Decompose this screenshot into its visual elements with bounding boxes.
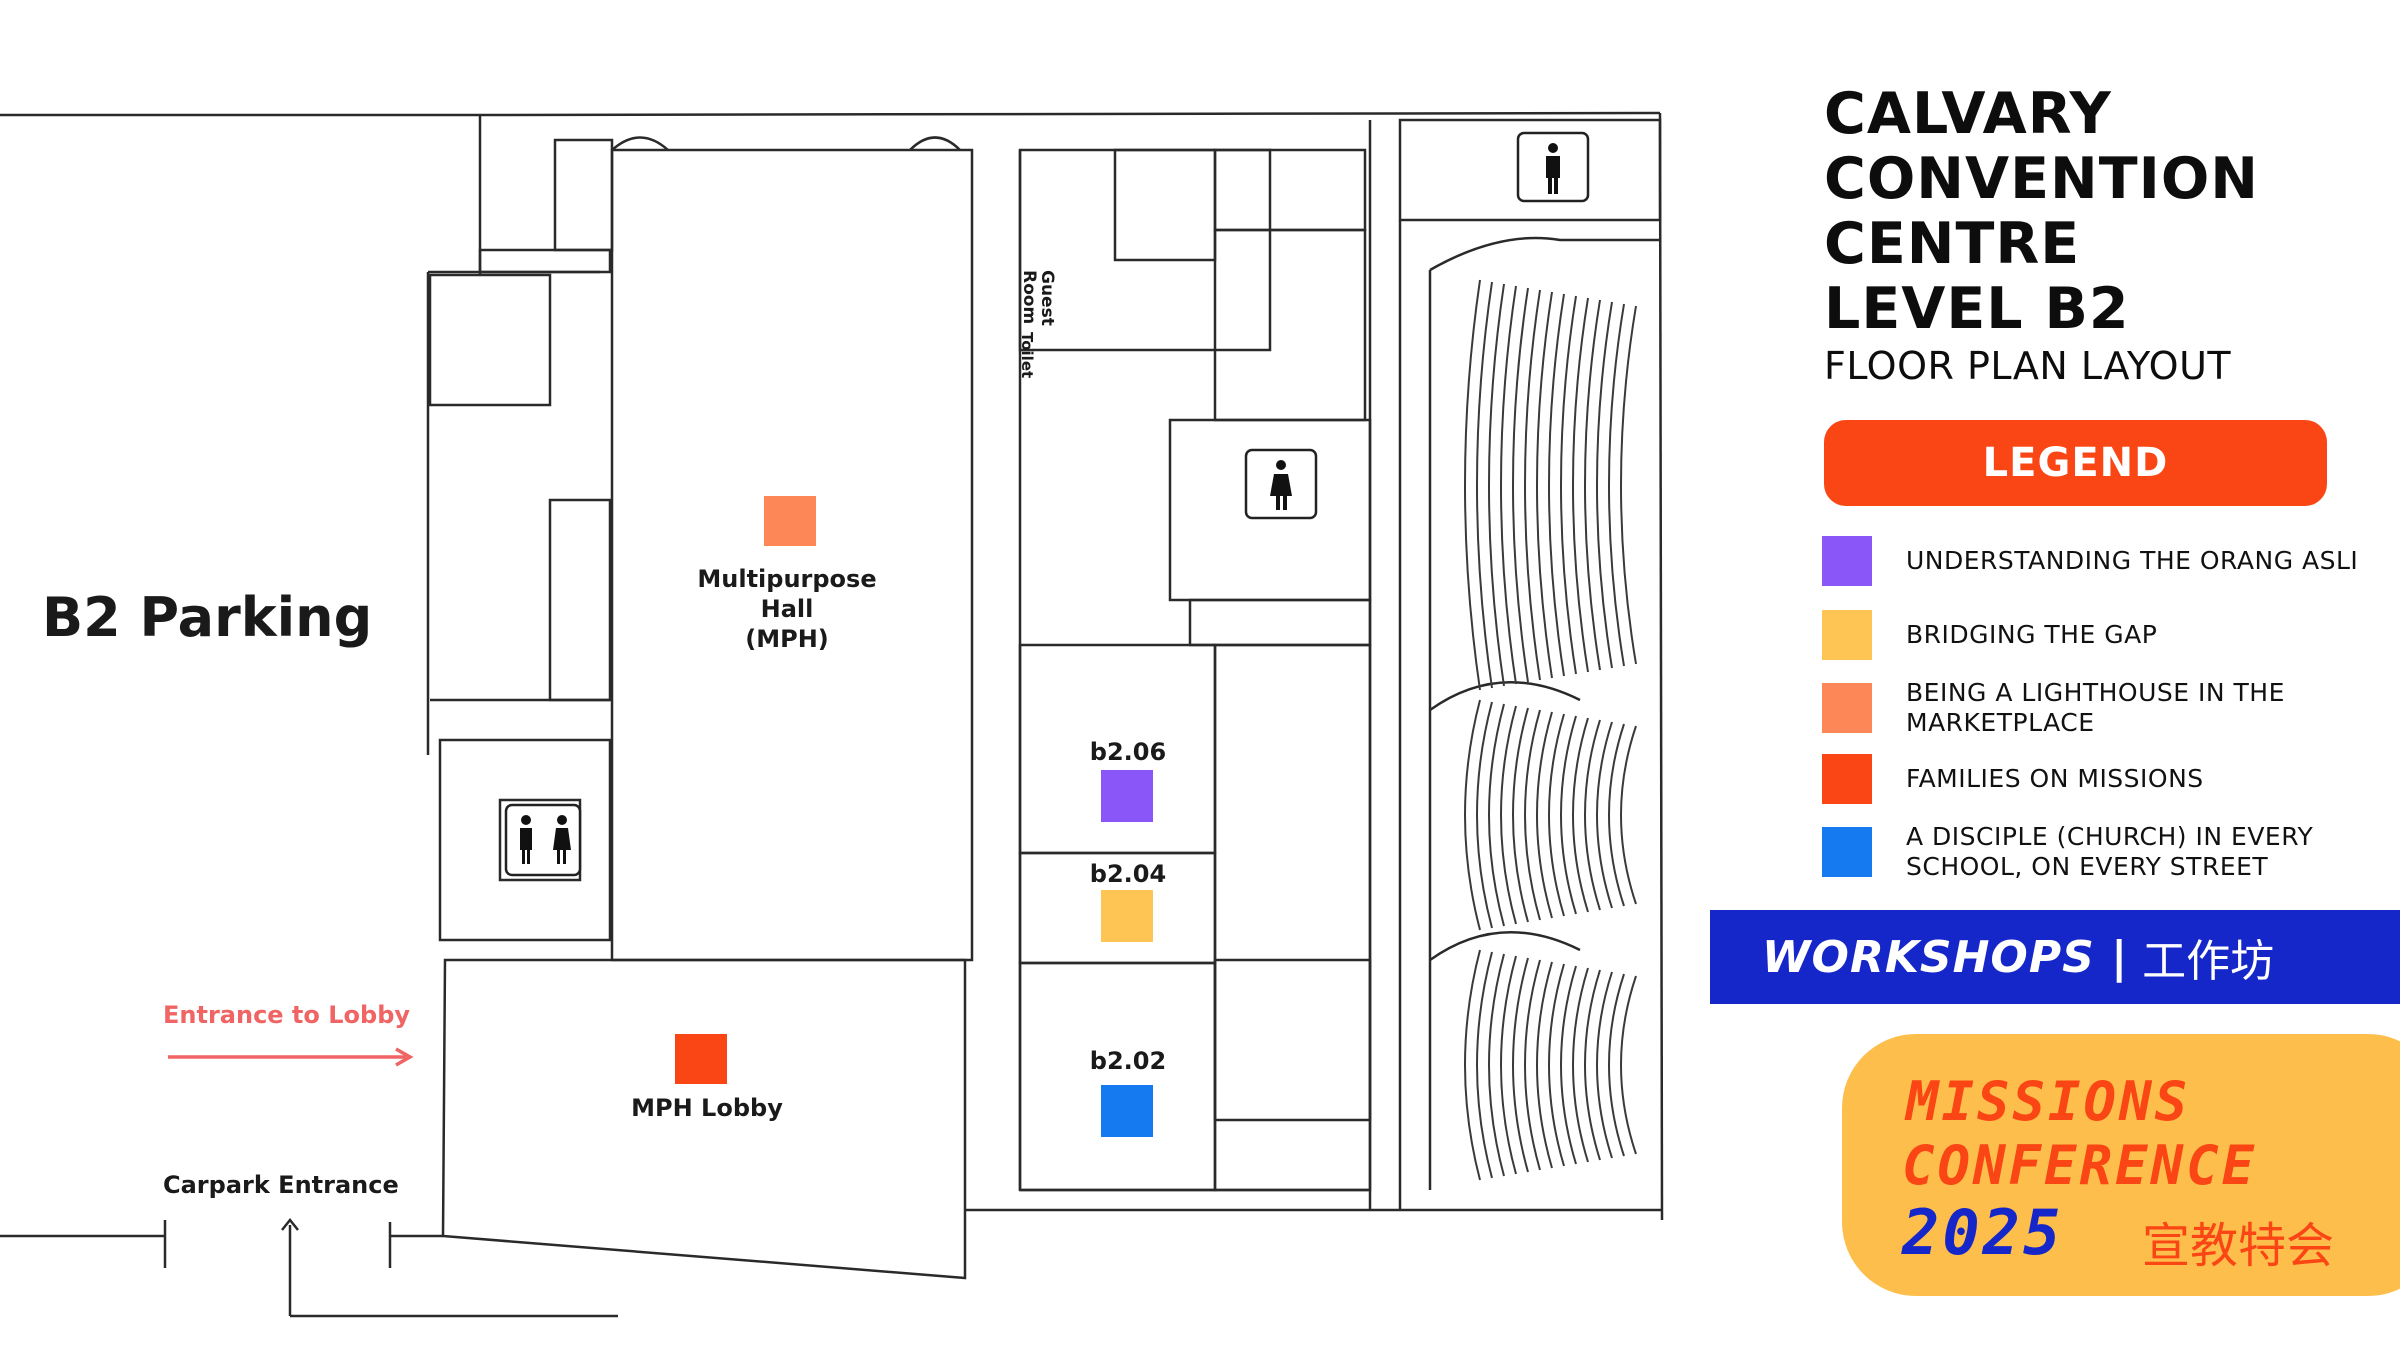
legend-label: FAMILIES ON MISSIONS [1906,764,2204,793]
conference-chinese: 宣教特会 [2142,1218,2335,1274]
guest-room-label-line1: Guest [1037,270,1057,326]
title-line-4: LEVEL B2 [1824,276,2130,342]
room-b2-04-label: b2.04 [1090,860,1166,888]
floor-plan-map: B2 Parking Multipurpose Hall (MPH) MPH L… [0,111,1664,1318]
toilet-label: Toilet [1018,332,1036,378]
legend-item-disciple: A DISCIPLE (CHURCH) IN EVERY SCHOOL, ON … [1822,822,2366,882]
legend-item-families: FAMILIES ON MISSIONS [1822,754,2366,804]
room-b2-02-marker [1101,1085,1153,1137]
mph-lobby-marker-families [675,1034,727,1084]
title-line-3: CENTRE [1824,211,2081,277]
female-toilet-icon [1244,448,1318,520]
mph-marker-lighthouse [764,496,816,546]
male-toilet-icon [1516,131,1590,203]
legend-label: BEING A LIGHTHOUSE IN THE MARKETPLACE [1906,678,2285,737]
workshops-banner: WORKSHOPS | 工作坊 [1710,910,2400,1004]
subtitle: FLOOR PLAN LAYOUT [1824,344,2232,388]
room-b2-06-label: b2.06 [1090,738,1166,766]
missions-conference-logo: MISSIONS CONFERENCE 2025 宣教特会 [1842,1034,2400,1296]
room-b2-04-marker [1101,890,1153,942]
legend-item-bridging-gap: BRIDGING THE GAP [1822,610,2366,660]
unisex-toilet-icon [504,803,582,877]
legend-item-orang-asli: UNDERSTANDING THE ORANG ASLI [1822,536,2366,586]
entrance-arrow-icon [168,1047,414,1067]
legend-heading: LEGEND [1824,420,2327,506]
legend-label: BRIDGING THE GAP [1906,620,2158,649]
legend-swatch-yellow [1822,610,1872,660]
mph-label-line1: Multipurpose [697,565,876,593]
workshops-chinese: 工作坊 [2142,936,2275,987]
title-line-2: CONVENTION [1824,146,2259,212]
mph-label-line3: (MPH) [745,625,829,653]
room-b2-02-label: b2.02 [1090,1047,1166,1075]
conference-year: 2025 [1902,1196,2064,1269]
title-line-1: CALVARY [1824,81,2112,147]
title-block: CALVARY CONVENTION CENTRE LEVEL B2 FLOOR… [1824,81,2259,389]
legend-item-lighthouse: BEING A LIGHTHOUSE IN THE MARKETPLACE [1822,678,2366,738]
entrance-to-lobby-label: Entrance to Lobby [163,1001,410,1029]
carpark-entrance-label: Carpark Entrance [163,1171,399,1199]
legend-swatch-red-orange [1822,754,1872,804]
conference-line-2: CONFERENCE [1902,1134,2258,1197]
legend-label: A DISCIPLE (CHURCH) IN EVERY SCHOOL, ON … [1906,822,2314,881]
room-b2-06-marker [1101,770,1153,822]
workshops-label: WORKSHOPS | [1762,931,2129,983]
auditorium-seating [1464,279,1637,1181]
conference-line-1: MISSIONS [1906,1070,2191,1133]
mph-lobby-label: MPH Lobby [631,1094,783,1122]
floor-plan-walls [0,111,1664,1318]
legend-label: UNDERSTANDING THE ORANG ASLI [1906,546,2359,575]
guest-room-label-line2: Room [1019,270,1039,324]
b2-parking-label: B2 Parking [42,586,372,649]
legend-swatch-purple [1822,536,1872,586]
legend-swatch-light-orange [1822,683,1872,733]
legend-swatch-blue [1822,827,1872,877]
mph-label-line2: Hall [761,595,814,623]
